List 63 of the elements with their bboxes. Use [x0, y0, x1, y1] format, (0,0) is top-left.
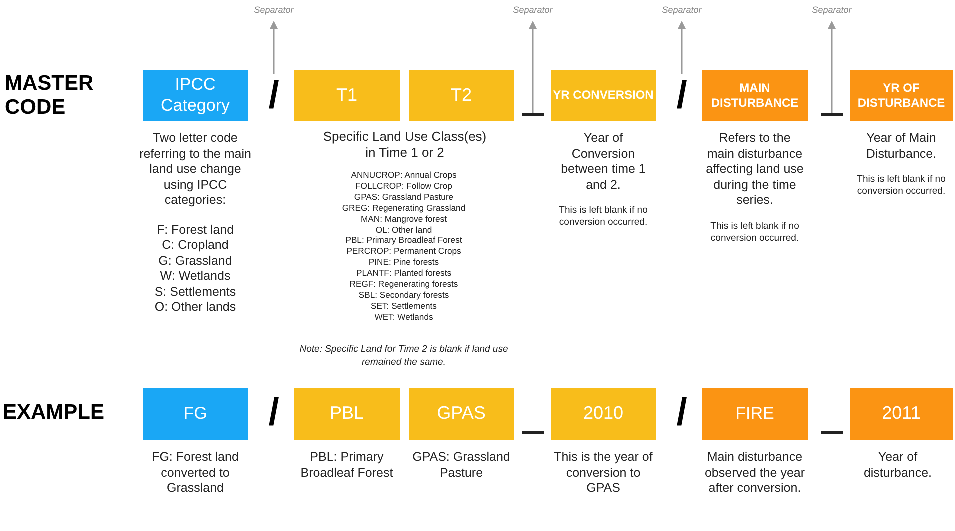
arrow — [270, 21, 278, 74]
code-field-box: MAIN DISTURBANCE — [702, 70, 808, 121]
description-text: Year of disturbance. — [862, 450, 934, 481]
code-item: FOLLCROP: Follow Crop — [354, 180, 454, 192]
category-item: O: Other lands — [154, 300, 238, 316]
code-item: REGF: Regenerating forests — [348, 279, 460, 290]
code-field-box: FIRE — [702, 388, 808, 440]
arrow — [529, 21, 537, 113]
category-item: S: Settlements — [154, 284, 238, 300]
code-item: PBL: Primary Broadleaf Forest — [344, 235, 464, 246]
description-text: PBL: Primary Broadleaf Forest — [300, 450, 394, 481]
note-text: This is left blank if no conversion occurred. — [558, 205, 649, 229]
separator-bar — [522, 113, 544, 116]
note-text: Note: Specific Land for Time 2 is blank if land use remained the same. — [299, 343, 509, 369]
row-heading: EXAMPLE — [3, 401, 106, 425]
code-item: SBL: Secondary forests — [358, 290, 450, 301]
description-text: GPAS: Grassland Pasture — [412, 450, 512, 481]
code-field-box: YR CONVERSION — [551, 70, 656, 121]
category-item: C: Cropland — [161, 238, 230, 254]
code-field-box: PBL — [294, 388, 400, 440]
code-item: SET: Settlements — [370, 300, 438, 312]
code-item: ANNUCROP: Annual Crops — [350, 170, 458, 181]
separator-bar — [821, 113, 843, 116]
note-text: This is left blank if no conversion occurred. — [856, 174, 947, 198]
code-item: GPAS: Grassland Pasture — [353, 192, 455, 203]
code-field-box: 2011 — [850, 388, 953, 440]
code-item: WET: Wetlands — [374, 312, 434, 323]
description-text: Refers to the main disturbance affecting land use during the time series. — [705, 131, 805, 208]
description-text: Specific Land Use Class(es) in Time 1 or 2 — [322, 129, 488, 160]
description-text: This is the year of conversion to GPAS — [553, 450, 654, 496]
code-item: OL: Other land — [374, 224, 434, 236]
category-item: G: Grassland — [158, 254, 234, 269]
description-text: Year of Main Disturbance. — [865, 131, 938, 162]
code-field-box: T1 — [294, 70, 400, 121]
code-field-box: GPAS — [409, 388, 514, 440]
arrow — [678, 21, 686, 74]
separator-label: Separator — [244, 3, 304, 17]
code-item: GREG: Regenerating Grassland — [341, 202, 467, 214]
code-field-box: FG — [143, 388, 248, 440]
code-field-box: 2010 — [551, 388, 656, 440]
code-item: PERCROP: Permanent Crops — [346, 246, 462, 258]
code-item: PLANTF: Planted forests — [355, 268, 453, 279]
separator-label: Separator — [652, 3, 712, 17]
code-field-box: T2 — [409, 70, 514, 121]
row-heading: MASTER CODE — [5, 72, 95, 120]
separator-slash: / — [676, 393, 688, 433]
separator-slash: / — [262, 76, 286, 116]
description-text: Year of Conversion between time 1 and 2. — [560, 131, 647, 193]
description-text: Main disturbance observed the year after conversion. — [704, 450, 806, 496]
separator-label: Separator — [802, 3, 862, 17]
separator-slash: / — [268, 393, 280, 433]
code-item: PINE: Pine forests — [368, 257, 440, 268]
separator-label: Separator — [503, 3, 563, 17]
arrow — [828, 21, 836, 113]
description-text: FG: Forest land converted to Grassland — [151, 450, 240, 496]
code-item: MAN: Mangrove forest — [360, 214, 448, 224]
code-field-box: IPCC Category — [143, 70, 248, 121]
category-item: W: Wetlands — [159, 269, 232, 284]
category-item: F: Forest land — [156, 222, 236, 238]
description-text: Two letter code referring to the main land use change using IPCC categories: — [138, 131, 252, 208]
separator-slash: / — [670, 76, 694, 116]
code-field-box: YR OF DISTURBANCE — [850, 70, 953, 121]
note-text: This is left blank if no conversion occurred. — [710, 220, 800, 244]
